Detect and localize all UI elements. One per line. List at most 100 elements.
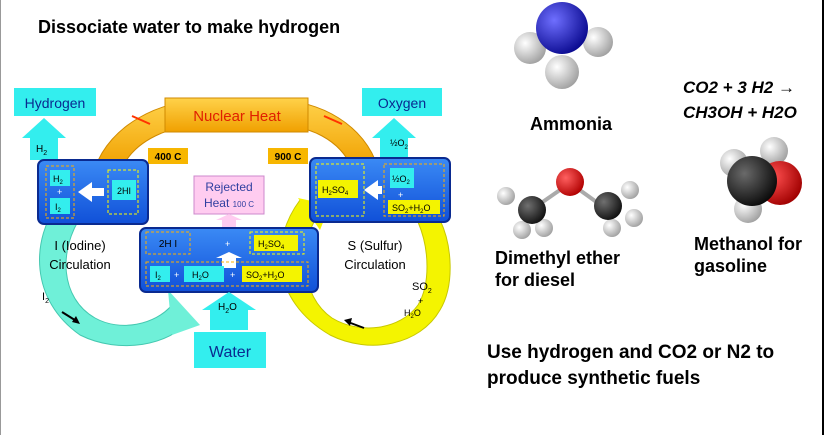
dimethyl-ether-molecule-image [497, 168, 643, 239]
temp-left-label: 400 C [155, 152, 182, 163]
methanol-h-top [760, 137, 788, 165]
iodine-label-line1: I (Iodine) [54, 238, 105, 253]
nuclear-heat-box [164, 97, 309, 133]
half-o2-box [390, 168, 414, 188]
hydrogen-up-arrow [22, 118, 66, 160]
h2o-mid-box [184, 266, 224, 282]
2hi-label: 2HI [117, 186, 131, 196]
plus-right: + [398, 190, 403, 200]
oxygen-up-arrow [372, 118, 416, 160]
right-border [822, 0, 824, 435]
ammonia-n-atom [536, 2, 588, 54]
ammonia-label: Ammonia [530, 114, 613, 134]
i2-product-box [50, 198, 70, 214]
h2so4-box [318, 180, 358, 198]
hydrogen-box [14, 88, 96, 116]
rejected-heat-arrow [216, 214, 242, 228]
methanol-line2: gasoline [694, 256, 768, 276]
half-o2-box-label: ½O2 [392, 174, 411, 186]
2hi-mid-dashed [145, 231, 191, 255]
i2-small-arrowhead [72, 316, 80, 324]
2hi-box [112, 180, 136, 200]
dimethyl-ether-line1: Dimethyl ether [495, 248, 621, 268]
so2-small-arrowhead [344, 318, 352, 326]
i2-product-label: I2 [55, 202, 62, 214]
water-box [194, 332, 266, 368]
oxygen-box [362, 88, 442, 116]
dme-h1 [497, 187, 515, 205]
i2-mid-label: I2 [155, 270, 162, 282]
dme-h5 [625, 209, 643, 227]
dme-c1 [518, 196, 546, 224]
methanol-label: Methanol for gasoline [694, 233, 802, 277]
i2-mid-box [150, 266, 170, 282]
thermochemical-cycle-diagram: Nuclear Heat 400 C 900 C Hydrogen H2 Oxy… [14, 88, 451, 368]
page-title: Dissociate water to make hydrogen [38, 17, 341, 37]
dimethyl-ether-line2: for diesel [495, 270, 576, 290]
iodine-arrowhead [168, 290, 200, 335]
ammonia-h-bottom [545, 55, 579, 89]
so2h2o-mid-box [242, 266, 302, 282]
water-label: Water [209, 344, 252, 361]
dme-h3 [535, 219, 553, 237]
dme-h2 [513, 221, 531, 239]
oxygen-label: Oxygen [378, 95, 426, 111]
hi-to-h2-arrow [78, 182, 104, 202]
rejected-heat-line1: Rejected [205, 180, 252, 194]
so2-arrow-label: SO2 [412, 281, 432, 295]
2hi-dashed [107, 169, 139, 215]
methanol-line1: Methanol for [694, 234, 802, 254]
so2-h2o-label: SO2+H2O [392, 203, 430, 215]
methanol-synthesis-equation: CO2 + 3 H2 → CH3OH + H2O [683, 75, 797, 125]
ammonia-h-left [514, 32, 546, 64]
h2o-in-label: H2O [218, 302, 237, 315]
h2-product-label: H2 [53, 174, 64, 186]
products-dashed [383, 163, 445, 217]
h2so4-mid-box [254, 235, 298, 251]
temp-right-label: 900 C [275, 152, 302, 163]
dme-h4 [603, 219, 621, 237]
methanol-c [727, 156, 777, 206]
so2h2o-mid-label: SO2+H2O [246, 270, 284, 282]
hydrogen-label: Hydrogen [25, 95, 86, 111]
caption-line2: produce synthetic fuels [487, 368, 701, 389]
dme-h6 [621, 181, 639, 199]
h2so4-mid-dashed [249, 231, 305, 255]
bunsen-up-arrow [216, 252, 242, 268]
caption-line1: Use hydrogen and CO2 or N2 to [487, 342, 775, 363]
h2so4-mid-label: H2SO4 [258, 239, 285, 251]
equation-line2: CH3OH + H2O [683, 103, 797, 122]
iodine-label-line2: Circulation [49, 257, 110, 272]
so2-h2o-box [388, 200, 440, 214]
h2-out-label: H2 [36, 144, 47, 157]
plus-mid-1: + [174, 270, 179, 280]
h2so4-to-products-arrow [364, 180, 382, 200]
dimethyl-ether-label: Dimethyl ether for diesel [495, 247, 620, 291]
h2o-mid-label: H2O [192, 270, 209, 282]
temp-right-box [268, 148, 308, 164]
h2so4-label: H2SO4 [322, 185, 349, 197]
plus-mid-2: + [230, 270, 235, 280]
water-in-arrow [202, 292, 256, 330]
nuclear-heat-label: Nuclear Heat [193, 108, 281, 125]
temp-left-box [148, 148, 188, 164]
i2-arrow-label: I2 [42, 291, 49, 305]
synthetic-fuels-caption: Use hydrogen and CO2 or N2 to produce sy… [487, 340, 774, 392]
heat-arrow-left [131, 115, 151, 125]
rejected-heat-line2: Heat 100 C [204, 196, 254, 210]
ammonia-molecule-image [514, 2, 613, 89]
half-o2-label: ½O2 [390, 138, 409, 151]
equation-line1: CO2 + 3 H2 → [683, 78, 795, 97]
sulfur-label-line1: S (Sulfur) [348, 238, 403, 253]
so2-plus: + [418, 296, 423, 306]
ammonia-h-right [583, 27, 613, 57]
heat-arrow-right [323, 115, 343, 125]
h2-product-box [50, 170, 70, 186]
plus-left: + [57, 187, 62, 197]
methanol-molecule-image [720, 137, 802, 223]
dme-c2 [594, 192, 622, 220]
plus-mid-top: + [225, 239, 230, 249]
left-border [0, 0, 1, 435]
sulfur-label-line2: Circulation [344, 257, 405, 272]
dme-o [556, 168, 584, 196]
